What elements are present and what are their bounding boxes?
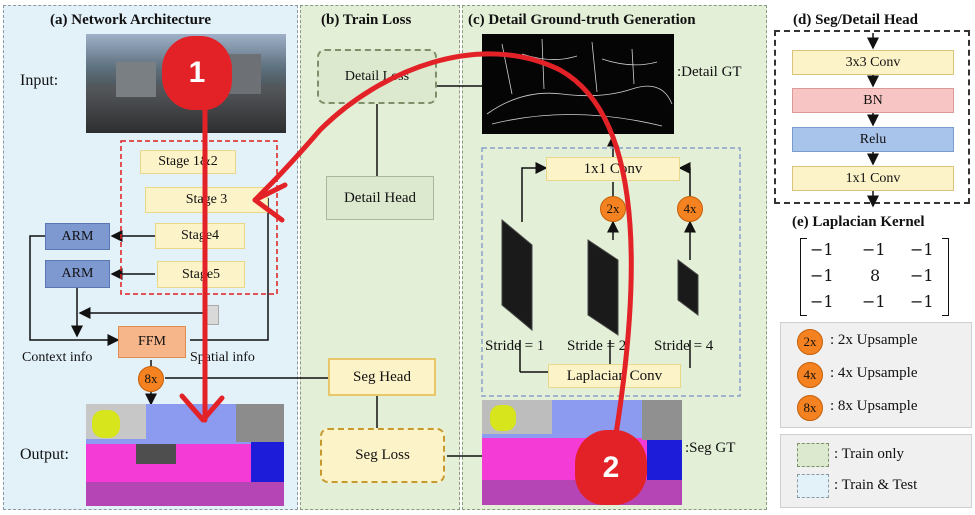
stage-1-2: Stage 1&2	[140, 150, 236, 174]
upsample-8x-badge: 8x	[138, 366, 164, 392]
stride-2-label: Stride = 2	[567, 338, 627, 354]
legend-train-test-text: : Train & Test	[834, 477, 918, 493]
legend-train-test-swatch	[797, 474, 829, 498]
legend-4x-text: : 4x Upsample	[830, 365, 918, 381]
legend-4x-badge: 4x	[797, 362, 823, 388]
output-segmentation-image	[86, 404, 284, 506]
marker-2: 2	[575, 430, 647, 505]
head-layer-conv1x1: 1x1 Conv	[792, 166, 954, 191]
upsample-2x-badge: 2x	[600, 196, 626, 222]
legend-8x-badge: 8x	[797, 395, 823, 421]
context-info-label: Context info	[22, 350, 93, 365]
marker-1: 1	[162, 36, 232, 110]
kernel-cell-2-0: −1	[810, 292, 834, 311]
kernel-cell-1-0: −1	[810, 266, 834, 285]
kernel-cell-1-2: −1	[910, 266, 934, 285]
arm-block-lower: ARM	[45, 260, 110, 288]
conv1x1-box: 1x1 Conv	[546, 157, 680, 181]
legend-train-only-text: : Train only	[834, 446, 905, 462]
title-network-architecture: (a) Network Architecture	[50, 12, 212, 28]
detail-gt-label: :Detail GT	[677, 64, 742, 80]
feature-maps	[501, 218, 699, 336]
seg-head-box: Seg Head	[328, 358, 436, 396]
legend-8x-text: : 8x Upsample	[830, 398, 918, 414]
head-layer-relu: Relu	[792, 127, 954, 152]
legend-2x-badge: 2x	[797, 329, 823, 355]
input-label: Input:	[20, 72, 59, 89]
kernel-cell-0-0: −1	[810, 240, 834, 259]
marker-2-label: 2	[602, 450, 620, 484]
head-layer-conv3x3: 3x3 Conv	[792, 50, 954, 75]
kernel-cell-2-1: −1	[862, 292, 886, 311]
kernel-cell-0-2: −1	[910, 240, 934, 259]
ffm-block: FFM	[118, 326, 186, 358]
upsample-4x-badge: 4x	[677, 196, 703, 222]
laplacian-conv-box: Laplacian Conv	[548, 364, 681, 388]
title-laplacian-kernel: (e) Laplacian Kernel	[792, 214, 925, 230]
kernel-cell-0-1: −1	[862, 240, 886, 259]
output-label: Output:	[20, 446, 69, 463]
legend-2x-text: : 2x Upsample	[830, 332, 918, 348]
seg-loss-box: Seg Loss	[320, 428, 445, 483]
stride-1-label: Stride = 1	[485, 338, 545, 354]
kernel-cell-2-2: −1	[910, 292, 934, 311]
kernel-matrix: −1 −1 −1 −1 8 −1 −1 −1 −1	[800, 238, 950, 316]
marker-1-label: 1	[188, 56, 206, 89]
stride-4-label: Stride = 4	[654, 338, 714, 354]
stage-5: Stage5	[157, 261, 245, 288]
kernel-cell-1-1: 8	[870, 266, 881, 285]
head-layer-bn: BN	[792, 88, 954, 113]
seg-gt-label: :Seg GT	[685, 440, 736, 456]
arm-block-upper: ARM	[45, 223, 110, 250]
detail-loss-box: Detail Loss	[317, 49, 437, 104]
stage-4: Stage4	[155, 223, 245, 249]
title-detail-gt-generation: (c) Detail Ground-truth Generation	[468, 12, 696, 28]
legend-train-only-swatch	[797, 443, 829, 467]
detail-head-box: Detail Head	[326, 176, 434, 220]
title-seg-detail-head: (d) Seg/Detail Head	[793, 12, 918, 28]
title-train-loss: (b) Train Loss	[321, 12, 412, 28]
